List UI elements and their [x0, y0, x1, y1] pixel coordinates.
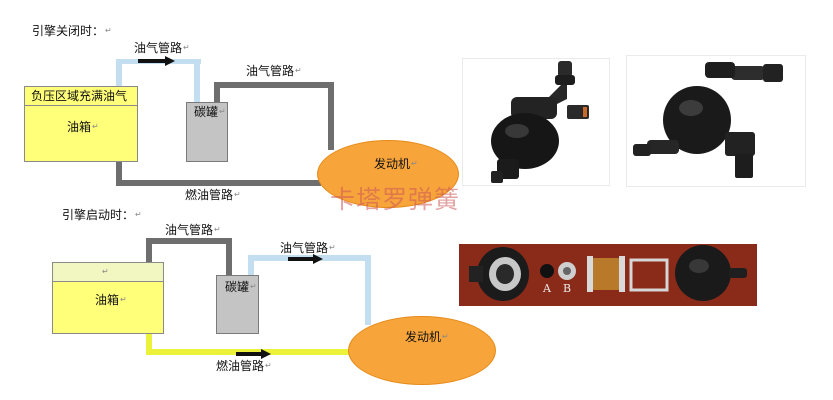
valve-photo-1	[462, 58, 610, 186]
flow-arrow-icon	[236, 349, 271, 359]
valve-parts-image	[459, 244, 757, 306]
valve-parts-photo: A B	[459, 244, 757, 306]
vapor-pipe-tank-to-canister	[116, 59, 122, 87]
flow-arrow-icon	[288, 254, 323, 264]
part-label-a: A	[543, 282, 551, 295]
engine: 发动机↵	[317, 140, 459, 208]
tank-vapor-region: 负压区域充满油气	[24, 86, 138, 106]
watermark: 卡塔罗弹簧	[330, 185, 461, 214]
purge-valve-image	[633, 62, 783, 178]
vapor-pipe-tank-to-canister-on	[146, 238, 152, 264]
engine-on-heading: 引擎启动时：↵	[62, 208, 142, 222]
vapor-pipe-canister-to-engine	[214, 82, 220, 104]
valve-photo-2	[626, 55, 806, 187]
vapor-pipe-label-3: 油气管路↵	[165, 223, 221, 237]
fuel-tank: 油箱↵	[24, 105, 138, 162]
flow-arrow-icon	[138, 56, 175, 66]
engine: 发动机↵	[348, 316, 496, 385]
vapor-pipe-label-4: 油气管路↵	[280, 241, 336, 255]
fuel-pipe-top	[116, 160, 122, 185]
tank-vapor-region: ↵	[52, 262, 164, 282]
part-label-b: B	[563, 282, 572, 295]
carbon-canister: 碳罐↵	[186, 102, 228, 162]
engine-off-heading: 引擎关闭时：↵	[32, 24, 112, 38]
vapor-pipe-label-1: 油气管路↵	[134, 41, 190, 55]
fuel-pipe-bottom	[146, 333, 152, 355]
fuel-tank: 油箱↵	[52, 281, 164, 334]
vapor-pipe-label-2: 油气管路↵	[246, 64, 302, 78]
carbon-canister: 碳罐↵	[216, 275, 259, 334]
fuel-pipe-label: 燃油管路↵	[185, 188, 241, 202]
fuel-pipe-label: 燃油管路↵	[216, 359, 272, 373]
purge-valve-image	[491, 61, 589, 183]
vapor-pipe-canister-to-engine-on	[248, 255, 254, 278]
